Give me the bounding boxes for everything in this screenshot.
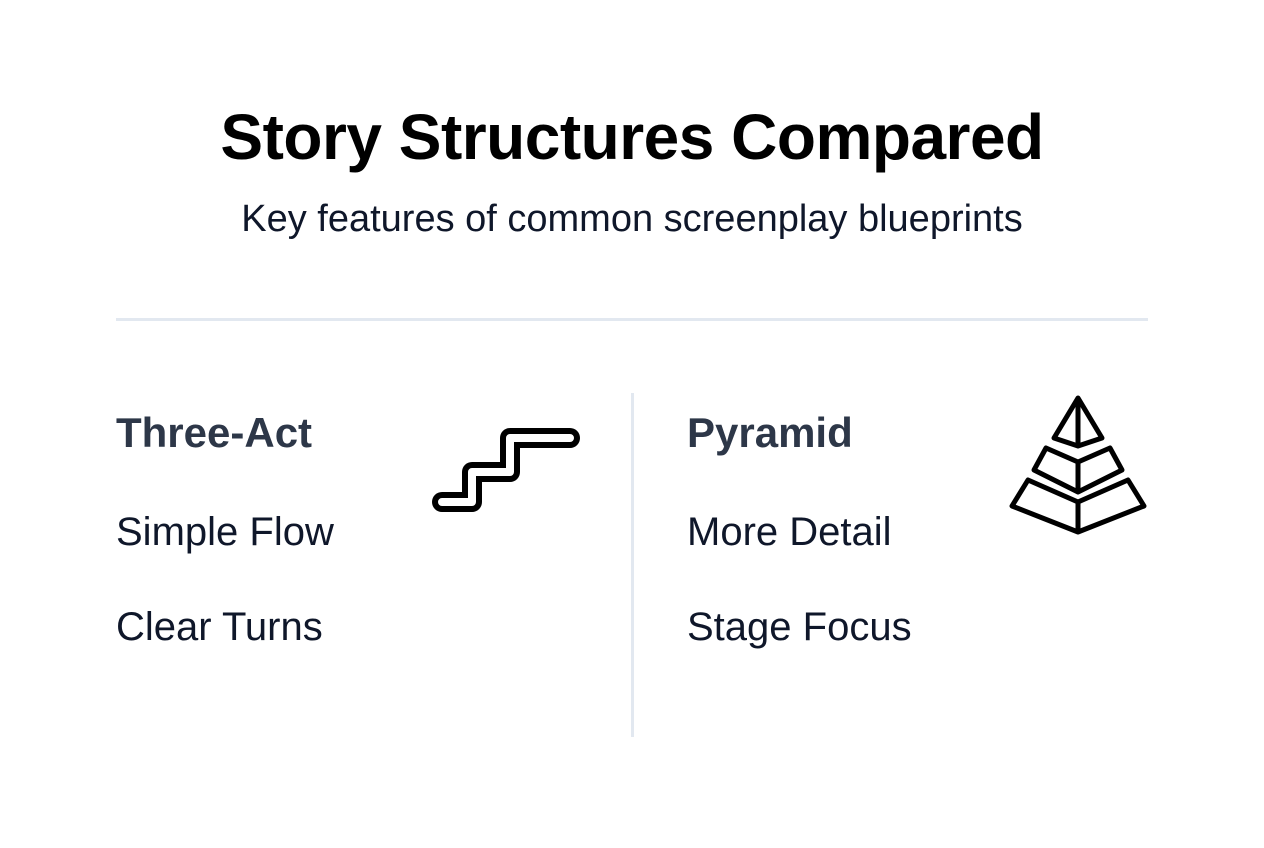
column-pyramid: Pyramid More Detail Stage Focus — [687, 405, 912, 649]
feature-item: Stage Focus — [687, 605, 912, 649]
page-subtitle: Key features of common screenplay bluepr… — [241, 198, 1023, 240]
vertical-divider — [631, 393, 634, 737]
feature-item: Simple Flow — [116, 510, 334, 554]
column-heading: Pyramid — [687, 409, 853, 456]
feature-item: More Detail — [687, 510, 892, 554]
stairs-icon — [432, 428, 580, 512]
pyramid-icon — [1009, 395, 1147, 535]
horizontal-divider — [116, 318, 1148, 321]
page-title: Story Structures Compared — [220, 101, 1044, 173]
feature-item: Clear Turns — [116, 605, 323, 649]
column-heading: Three-Act — [116, 409, 313, 456]
column-three-act: Three-Act Simple Flow Clear Turns — [116, 405, 334, 649]
